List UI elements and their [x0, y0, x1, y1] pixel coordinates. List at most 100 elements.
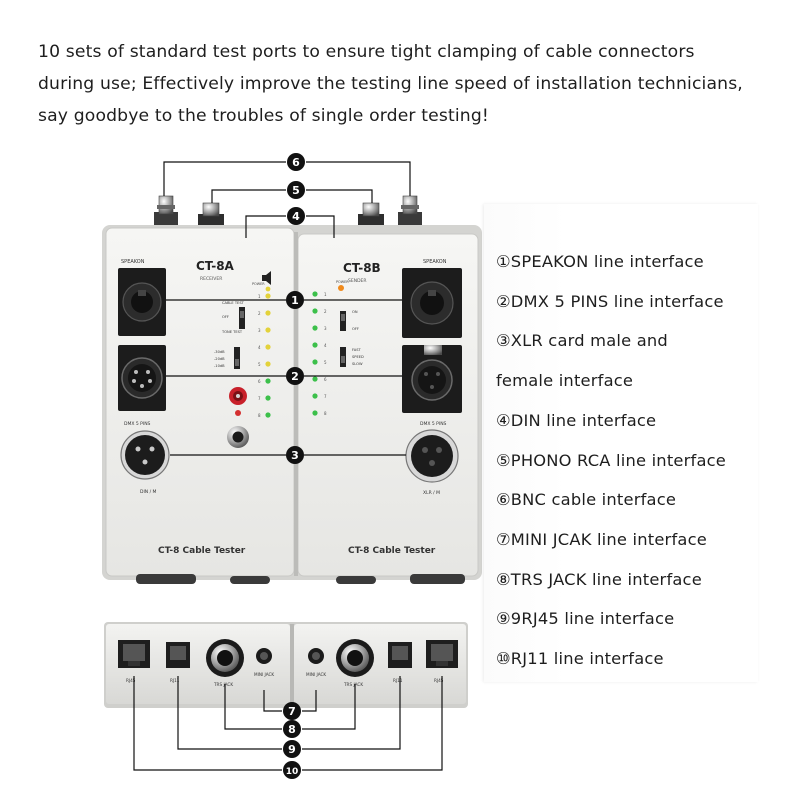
- legend-item-dmx: ②DMX 5 PINS line interface: [496, 292, 724, 311]
- power-label-right: POWER: [336, 280, 349, 284]
- switch-off-left: OFF: [222, 315, 229, 319]
- led-numbers-left: 1 2 3 4 5 6 7 8: [258, 294, 261, 418]
- svg-text:2: 2: [291, 370, 299, 383]
- callout-1: 1: [286, 291, 304, 309]
- svg-text:5: 5: [292, 184, 300, 197]
- intro-line-1: 10 sets of standard test ports to ensure…: [38, 42, 695, 62]
- top-connectors: [154, 195, 422, 226]
- legend-item-speakon: ①SPEAKON line interface: [496, 252, 704, 271]
- label-rj11-left: RJ11: [170, 678, 180, 683]
- led-right-6: [312, 376, 318, 382]
- led-left-5: [265, 361, 271, 367]
- brand-left: CT-8 Cable Tester: [158, 546, 246, 556]
- led-num-right-5: 5: [324, 360, 327, 365]
- led-right-4: [312, 342, 318, 348]
- mode-switch-left[interactable]: CABLE TEST OFF TONE TEST: [221, 301, 245, 334]
- led-left-4: [265, 344, 271, 350]
- svg-text:7: 7: [288, 705, 296, 718]
- din-label: DIN / M: [140, 489, 157, 495]
- callout-7: 7: [283, 702, 301, 720]
- led-right-1: [312, 291, 318, 297]
- legend-item-rj45: ⑨9RJ45 line interface: [496, 609, 675, 628]
- led-num-right-1: 1: [324, 292, 327, 297]
- legend-item-bnc: ⑥BNC cable interface: [496, 490, 677, 509]
- bnc-right: [398, 195, 422, 226]
- led-numbers-right: 1 2 3 4 5 6 7 8: [324, 292, 327, 416]
- power-switch-right[interactable]: ON OFF: [340, 310, 359, 331]
- level-switch-left[interactable]: -30dB -20dB -10dB: [214, 347, 240, 369]
- device-bottom: RJ45 RJ11 TRS JACK MINI JACK MINI JACK T…: [104, 622, 468, 708]
- dmx-label-left: DMX 5 PINS: [124, 421, 151, 427]
- left-unit: SPEAKON CT-8A RECEIVER DMX 5 PINS: [118, 259, 271, 556]
- brand-right: CT-8 Cable Tester: [348, 546, 436, 556]
- bnc-left: [154, 195, 178, 226]
- switch-off-right: OFF: [352, 327, 359, 331]
- led-num-right-2: 2: [324, 309, 327, 314]
- label-mini-left: MINI JACK: [254, 672, 274, 677]
- rj45-socket-left: [118, 640, 150, 668]
- led-right-2: [312, 308, 318, 314]
- led-num-left-7: 7: [258, 396, 261, 401]
- label-trs-right: TRS JACK: [343, 682, 363, 687]
- led-column-left: [265, 293, 271, 418]
- intro-line-2: during use; Effectively improve the test…: [38, 74, 743, 94]
- callout-10: 10: [283, 761, 301, 779]
- callout-5: 5: [287, 181, 305, 199]
- rj11-socket-right: [388, 642, 412, 668]
- label-mini-right: MINI JACK: [306, 672, 326, 677]
- callout-6: 6: [287, 153, 305, 171]
- left-model: CT-8A: [196, 259, 235, 273]
- speed-switch-right[interactable]: FAST SPEED SLOW: [340, 347, 364, 367]
- legend-item-phono: ⑤PHONO RCA line interface: [496, 451, 726, 470]
- speakon-socket-right: [402, 268, 462, 338]
- left-role: RECEIVER: [200, 276, 222, 282]
- level-10: -10dB: [214, 364, 225, 368]
- led-right-7: [312, 393, 318, 399]
- legend-item-trs: ⑧TRS JACK line interface: [496, 570, 702, 589]
- svg-text:3: 3: [291, 449, 299, 462]
- callout-lines-side: [166, 299, 406, 456]
- svg-text:10: 10: [286, 767, 299, 777]
- switch-cable-test: CABLE TEST: [222, 301, 245, 305]
- rca-led: [235, 410, 241, 416]
- bottom-port-labels: RJ45 RJ11 TRS JACK MINI JACK MINI JACK T…: [126, 672, 444, 687]
- switch-speed: SPEED: [352, 355, 364, 359]
- callout-2: 2: [286, 367, 304, 385]
- intro-line-3: say goodbye to the troubles of single or…: [38, 106, 489, 126]
- led-num-left-3: 3: [258, 328, 261, 333]
- dmx-label-right: DMX 5 PINS: [420, 421, 447, 427]
- speakon-label-left: SPEAKON: [121, 259, 145, 265]
- label-trs-left: TRS JACK: [213, 682, 233, 687]
- legend-panel: [484, 204, 758, 682]
- switch-slow: SLOW: [352, 362, 363, 366]
- intro-text: 10 sets of standard test ports to ensure…: [38, 36, 778, 132]
- power-led-left: [265, 286, 271, 292]
- legend-item-rj11: ⑩RJ11 line interface: [496, 649, 664, 668]
- led-num-left-5: 5: [258, 362, 261, 367]
- callout-9: 9: [283, 740, 301, 758]
- right-role: SENDER: [348, 278, 367, 284]
- speakon-label-right: SPEAKON: [423, 259, 447, 265]
- right-unit: CT-8B SENDER SPEAKON DMX 5 PINS XLR / M: [312, 259, 462, 556]
- led-num-right-4: 4: [324, 343, 327, 348]
- xlr-female-socket-bottom-right: [405, 429, 459, 483]
- led-num-left-1: 1: [258, 294, 261, 299]
- trs-jack-socket-right: [336, 639, 374, 677]
- led-left-7: [265, 395, 271, 401]
- led-num-left-2: 2: [258, 311, 261, 316]
- led-right-3: [312, 325, 318, 331]
- led-num-left-4: 4: [258, 345, 261, 350]
- callout-lines-top: [163, 161, 411, 238]
- rj45-socket-right: [426, 640, 458, 668]
- rca-red-socket: [229, 387, 247, 405]
- trs-jack-socket-left: [206, 639, 244, 677]
- label-rj45-left: RJ45: [126, 678, 136, 683]
- power-led-right: [338, 285, 344, 291]
- led-num-left-6: 6: [258, 379, 261, 384]
- svg-text:4: 4: [292, 210, 300, 223]
- led-num-right-8: 8: [324, 411, 327, 416]
- svg-text:8: 8: [288, 723, 296, 736]
- led-left-8: [265, 412, 271, 418]
- led-num-right-6: 6: [324, 377, 327, 382]
